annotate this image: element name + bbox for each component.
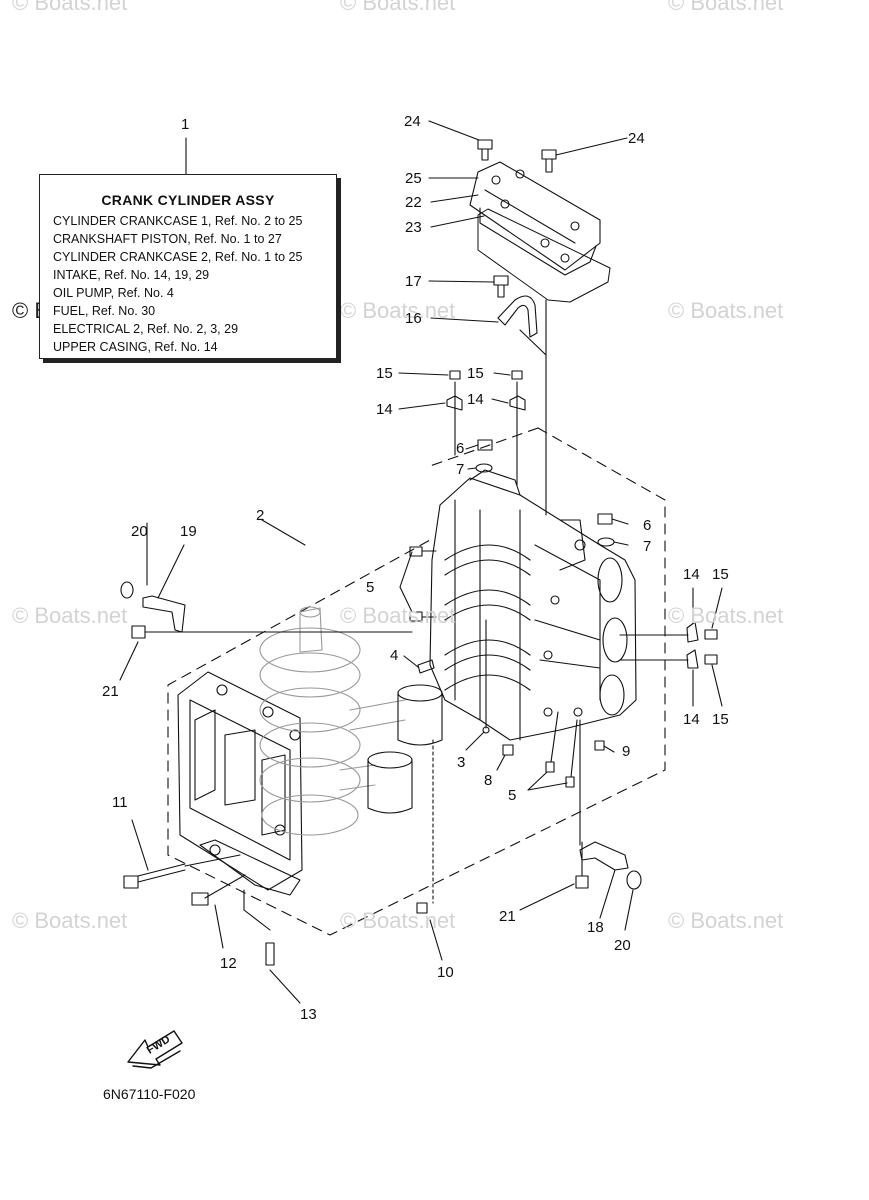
- callout-15[interactable]: 15: [712, 566, 729, 583]
- callout-15[interactable]: 15: [376, 365, 393, 382]
- callout-21[interactable]: 21: [102, 683, 119, 700]
- callout-6[interactable]: 6: [643, 517, 652, 534]
- piston: [367, 684, 443, 814]
- assembly-ref-line: CYLINDER CRANKCASE 2, Ref. No. 1 to 25: [53, 250, 303, 264]
- watermark: © Boats.net: [668, 908, 784, 933]
- forward-arrow: [127, 1030, 183, 1069]
- bolt-24-right: [541, 149, 557, 173]
- watermark: © Boats.net: [668, 0, 784, 15]
- callout-8[interactable]: 8: [484, 772, 493, 789]
- bolt-21-left: [131, 625, 146, 639]
- callout-25[interactable]: 25: [405, 170, 422, 187]
- assembly-ref-line: CYLINDER CRANKCASE 1, Ref. No. 2 to 25: [53, 214, 303, 228]
- callout-19[interactable]: 19: [180, 523, 197, 540]
- callout-14[interactable]: 14: [683, 711, 700, 728]
- assembly-ref-line: CRANKSHAFT PISTON, Ref. No. 1 to 27: [53, 232, 282, 246]
- callout-10[interactable]: 10: [437, 964, 454, 981]
- callout-15[interactable]: 15: [467, 365, 484, 382]
- callout-11[interactable]: 11: [112, 794, 128, 811]
- crankshaft: [259, 606, 406, 836]
- callout-14[interactable]: 14: [376, 401, 393, 418]
- callout-4[interactable]: 4: [390, 647, 399, 664]
- cylinder-block: [429, 469, 637, 741]
- callout-16[interactable]: 16: [405, 310, 422, 327]
- watermark: © Boats.net: [668, 603, 784, 628]
- callout-15[interactable]: 15: [712, 711, 729, 728]
- callout-14[interactable]: 14: [683, 566, 700, 583]
- callout-24[interactable]: 24: [404, 113, 421, 130]
- bracket-18: [579, 841, 629, 871]
- callout-12[interactable]: 12: [220, 955, 237, 972]
- diagram-code: 6N67110-F020: [103, 1086, 196, 1102]
- cylinder-head-cover: [469, 161, 601, 276]
- callout-20[interactable]: 20: [131, 523, 148, 540]
- watermark: © Boats.net: [12, 603, 128, 628]
- hose-clamp-16: [497, 295, 538, 338]
- assembly-ref-line: ELECTRICAL 2, Ref. No. 2, 3, 29: [53, 322, 239, 336]
- callout-7[interactable]: 7: [456, 461, 465, 478]
- callout-5[interactable]: 5: [508, 787, 517, 804]
- callout-13[interactable]: 13: [300, 1006, 317, 1023]
- callout-6[interactable]: 6: [456, 440, 465, 457]
- callout-9[interactable]: 9: [622, 743, 631, 760]
- plug-20-right: [626, 870, 642, 890]
- callout-18[interactable]: 18: [587, 919, 604, 936]
- callout-22[interactable]: 22: [405, 194, 422, 211]
- callout-1: 1: [181, 116, 190, 133]
- callout-23[interactable]: 23: [405, 219, 422, 236]
- assembly-ref-line: UPPER CASING, Ref. No. 14: [53, 340, 218, 354]
- assembly-dashed-outline: [167, 427, 666, 936]
- intake-bracket-19: [142, 595, 186, 633]
- assembly-title: CRANK CYLINDER ASSY: [101, 192, 275, 208]
- watermark: © Boats.net: [340, 298, 456, 323]
- watermark: © Boats.net: [340, 908, 456, 933]
- bolt-11: [123, 863, 186, 889]
- callout-17[interactable]: 17: [405, 273, 422, 290]
- plug-20: [120, 581, 134, 599]
- bolt-24-left: [477, 139, 493, 161]
- assembly-reference-box: CRANK CYLINDER ASSY CYLINDER CRANKCASE 1…: [39, 174, 337, 359]
- assembly-ref-line: FUEL, Ref. No. 30: [53, 304, 156, 318]
- watermark: © Boats.net: [12, 0, 128, 15]
- callout-7[interactable]: 7: [643, 538, 652, 555]
- callout-2[interactable]: 2: [256, 507, 265, 524]
- callout-5[interactable]: 5: [366, 579, 375, 596]
- callout-24[interactable]: 24: [628, 130, 645, 147]
- assembly-ref-line: OIL PUMP, Ref. No. 4: [53, 286, 174, 300]
- watermark: © Boats.net: [668, 298, 784, 323]
- watermark: © Boats.net: [340, 603, 456, 628]
- callout-21[interactable]: 21: [499, 908, 516, 925]
- callout-14[interactable]: 14: [467, 391, 484, 408]
- watermark: © Boats.net: [340, 0, 456, 15]
- callout-20[interactable]: 20: [614, 937, 631, 954]
- crankcase-half: [177, 671, 303, 896]
- callout-3[interactable]: 3: [457, 754, 466, 771]
- bolt-17: [493, 275, 509, 298]
- assembly-ref-line: INTAKE, Ref. No. 14, 19, 29: [53, 268, 210, 282]
- watermark: © Boats.net: [12, 908, 128, 933]
